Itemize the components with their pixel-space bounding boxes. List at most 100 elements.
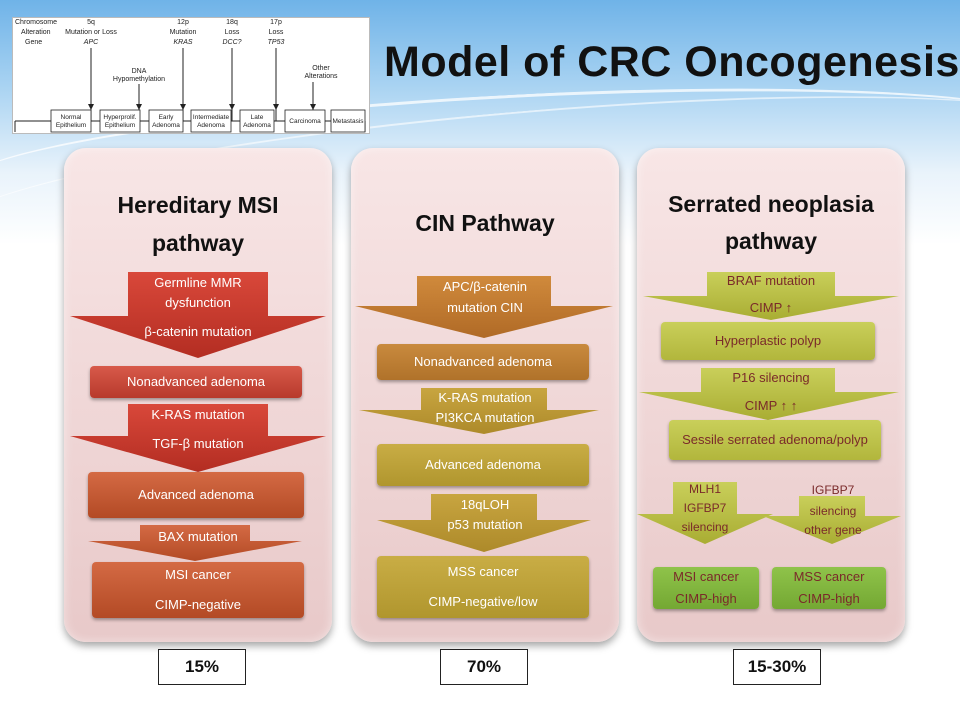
msi-pathway-panel: Hereditary MSI pathway Germline MMR dysf… — [64, 148, 332, 642]
stage-label: Adenoma — [197, 122, 225, 129]
box-label: Advanced adenoma — [425, 457, 541, 472]
panel-title: Hereditary MSI — [117, 192, 279, 218]
alteration-chrom: 17p — [270, 19, 282, 26]
arrow-label: K-RAS mutation — [438, 390, 532, 405]
arrow-label: P16 silencing — [732, 370, 810, 385]
alteration-type: Mutation or Loss — [65, 29, 117, 36]
row-label: Alteration — [21, 29, 51, 36]
stage-label: Metastasis — [332, 118, 364, 125]
box-label: MSS cancer — [447, 564, 519, 579]
serrated-arrow-2: P16 silencing CIMP ↑ ↑ — [637, 368, 905, 420]
alteration-gene: KRAS — [173, 39, 192, 46]
serrated-percentage: 15-30% — [733, 649, 821, 685]
sessile-serrated-adenoma-box: Sessile serrated adenoma/polyp — [669, 420, 881, 460]
stage-label: Epithelium — [105, 122, 135, 129]
arrow-label: p53 mutation — [447, 517, 523, 532]
box-label: CIMP-high — [675, 591, 737, 606]
arrow-label: K-RAS mutation — [151, 407, 245, 422]
alteration-chrom: 12p — [177, 19, 189, 26]
alteration-gene: APC — [83, 39, 99, 46]
box-label: Advanced adenoma — [138, 487, 254, 502]
arrow-label: mutation CIN — [447, 300, 523, 315]
alteration-type: Loss — [269, 29, 284, 36]
cin-arrow-3: 18qLOH p53 mutation — [351, 494, 619, 552]
arrow-label: APC/β-catenin — [442, 279, 528, 294]
stage-label: Intermediate — [193, 114, 230, 121]
arrow-label: other gene — [804, 523, 862, 537]
arrow-label: β-catenin mutation — [144, 324, 252, 339]
slide-title: Model of CRC Oncogenesis — [384, 38, 960, 86]
mss-cancer-box: MSS cancer CIMP-negative/low — [377, 556, 589, 618]
box-label: Sessile serrated adenoma/polyp — [682, 432, 868, 447]
stage-label: Adenoma — [243, 122, 271, 129]
hyperplastic-polyp-box: Hyperplastic polyp — [661, 322, 875, 360]
arrow-label: silencing — [681, 520, 729, 534]
box-label: CIMP-high — [798, 591, 860, 606]
box-label: Nonadvanced adenoma — [126, 374, 266, 389]
arrow-label: MLH1 — [688, 482, 721, 496]
box-label: MSS cancer — [793, 569, 865, 584]
serrated-arrow-1: BRAF mutation CIMP ↑ — [637, 272, 905, 320]
box-label: Nonadvanced adenoma — [413, 354, 553, 369]
alteration-chrom: 18q — [226, 19, 238, 26]
alteration-gene: TP53 — [268, 39, 285, 46]
vogelgram-thumbnail: Chromosome Alteration Gene 5q Mutation o… — [12, 17, 370, 134]
panel-title: Serrated neoplasia — [668, 191, 874, 217]
cin-pathway-panel: CIN Pathway APC/β-catenin mutation CIN N… — [351, 148, 619, 642]
box-label: MSI cancer — [673, 569, 739, 584]
arrow-label: TGF-β mutation — [152, 436, 244, 451]
arrow-label: CIMP ↑ — [749, 300, 793, 315]
arrow-label: 18qLOH — [460, 497, 510, 512]
stage-label: Early — [159, 114, 175, 121]
stage-label: Adenoma — [152, 122, 180, 129]
msi-arrow-2: K-RAS mutation TGF-β mutation — [64, 404, 332, 472]
cin-arrow-2: K-RAS mutation PI3KCA mutation — [351, 388, 619, 434]
stage-label: Late — [251, 114, 264, 121]
arrow-label: dysfunction — [165, 295, 231, 310]
arrow-label: IGFBP7 — [683, 501, 727, 515]
stage-label: Epithelium — [56, 122, 86, 129]
msi-cancer-box: MSI cancer CIMP-high — [653, 567, 759, 609]
alteration-gene: DCC? — [222, 39, 241, 46]
advanced-adenoma-box: Advanced adenoma — [377, 444, 589, 486]
dna-note: Hypomethylation — [113, 76, 165, 83]
nonadvanced-adenoma-box: Nonadvanced adenoma — [90, 366, 302, 398]
arrow-label: BRAF mutation — [726, 273, 816, 288]
vogelgram-diagram: Chromosome Alteration Gene 5q Mutation o… — [14, 19, 366, 133]
other-note: Other — [312, 65, 330, 72]
serrated-arrow-left: MLH1 IGFBP7 silencing — [637, 482, 773, 544]
arrow-label: Germline MMR — [154, 275, 242, 290]
msi-arrow-3: BAX mutation — [64, 525, 332, 561]
stage-label: Carcinoma — [289, 118, 321, 125]
serrated-pathway-panel: Serrated neoplasia pathway BRAF mutation… — [637, 148, 905, 642]
alteration-type: Mutation — [170, 29, 197, 36]
cin-percentage: 70% — [440, 649, 528, 685]
row-label: Chromosome — [15, 19, 57, 26]
arrow-label: silencing — [809, 504, 857, 518]
nonadvanced-adenoma-box: Nonadvanced adenoma — [377, 344, 589, 380]
dna-note: DNA — [132, 68, 147, 75]
stage-label: Hyperprolif. — [103, 114, 136, 121]
cin-arrow-1: APC/β-catenin mutation CIN — [351, 276, 619, 338]
panel-title: pathway — [151, 230, 245, 256]
msi-cancer-box: MSI cancer CIMP-negative — [92, 562, 304, 618]
row-label: Gene — [25, 39, 42, 46]
serrated-arrow-right: IGFBP7 silencing other gene — [761, 482, 905, 544]
box-label: Hyperplastic polyp — [714, 333, 822, 348]
advanced-adenoma-box: Advanced adenoma — [88, 472, 304, 518]
mss-cancer-box: MSS cancer CIMP-high — [772, 567, 886, 609]
arrow-label: BAX mutation — [158, 529, 238, 544]
panel-title: CIN Pathway — [415, 210, 555, 236]
box-label: CIMP-negative/low — [428, 594, 538, 609]
alteration-type: Loss — [225, 29, 240, 36]
box-label: CIMP-negative — [155, 597, 241, 612]
arrow-label: CIMP ↑ ↑ — [744, 398, 798, 413]
arrow-label: PI3KCA mutation — [435, 410, 535, 425]
arrow-label: IGFBP7 — [811, 483, 855, 497]
other-note: Alterations — [304, 73, 338, 80]
box-label: MSI cancer — [165, 567, 231, 582]
alteration-chrom: 5q — [87, 19, 95, 26]
msi-arrow-1: Germline MMR dysfunction β-catenin mutat… — [64, 272, 332, 358]
panel-title: pathway — [724, 228, 818, 254]
stage-label: Normal — [61, 114, 83, 121]
